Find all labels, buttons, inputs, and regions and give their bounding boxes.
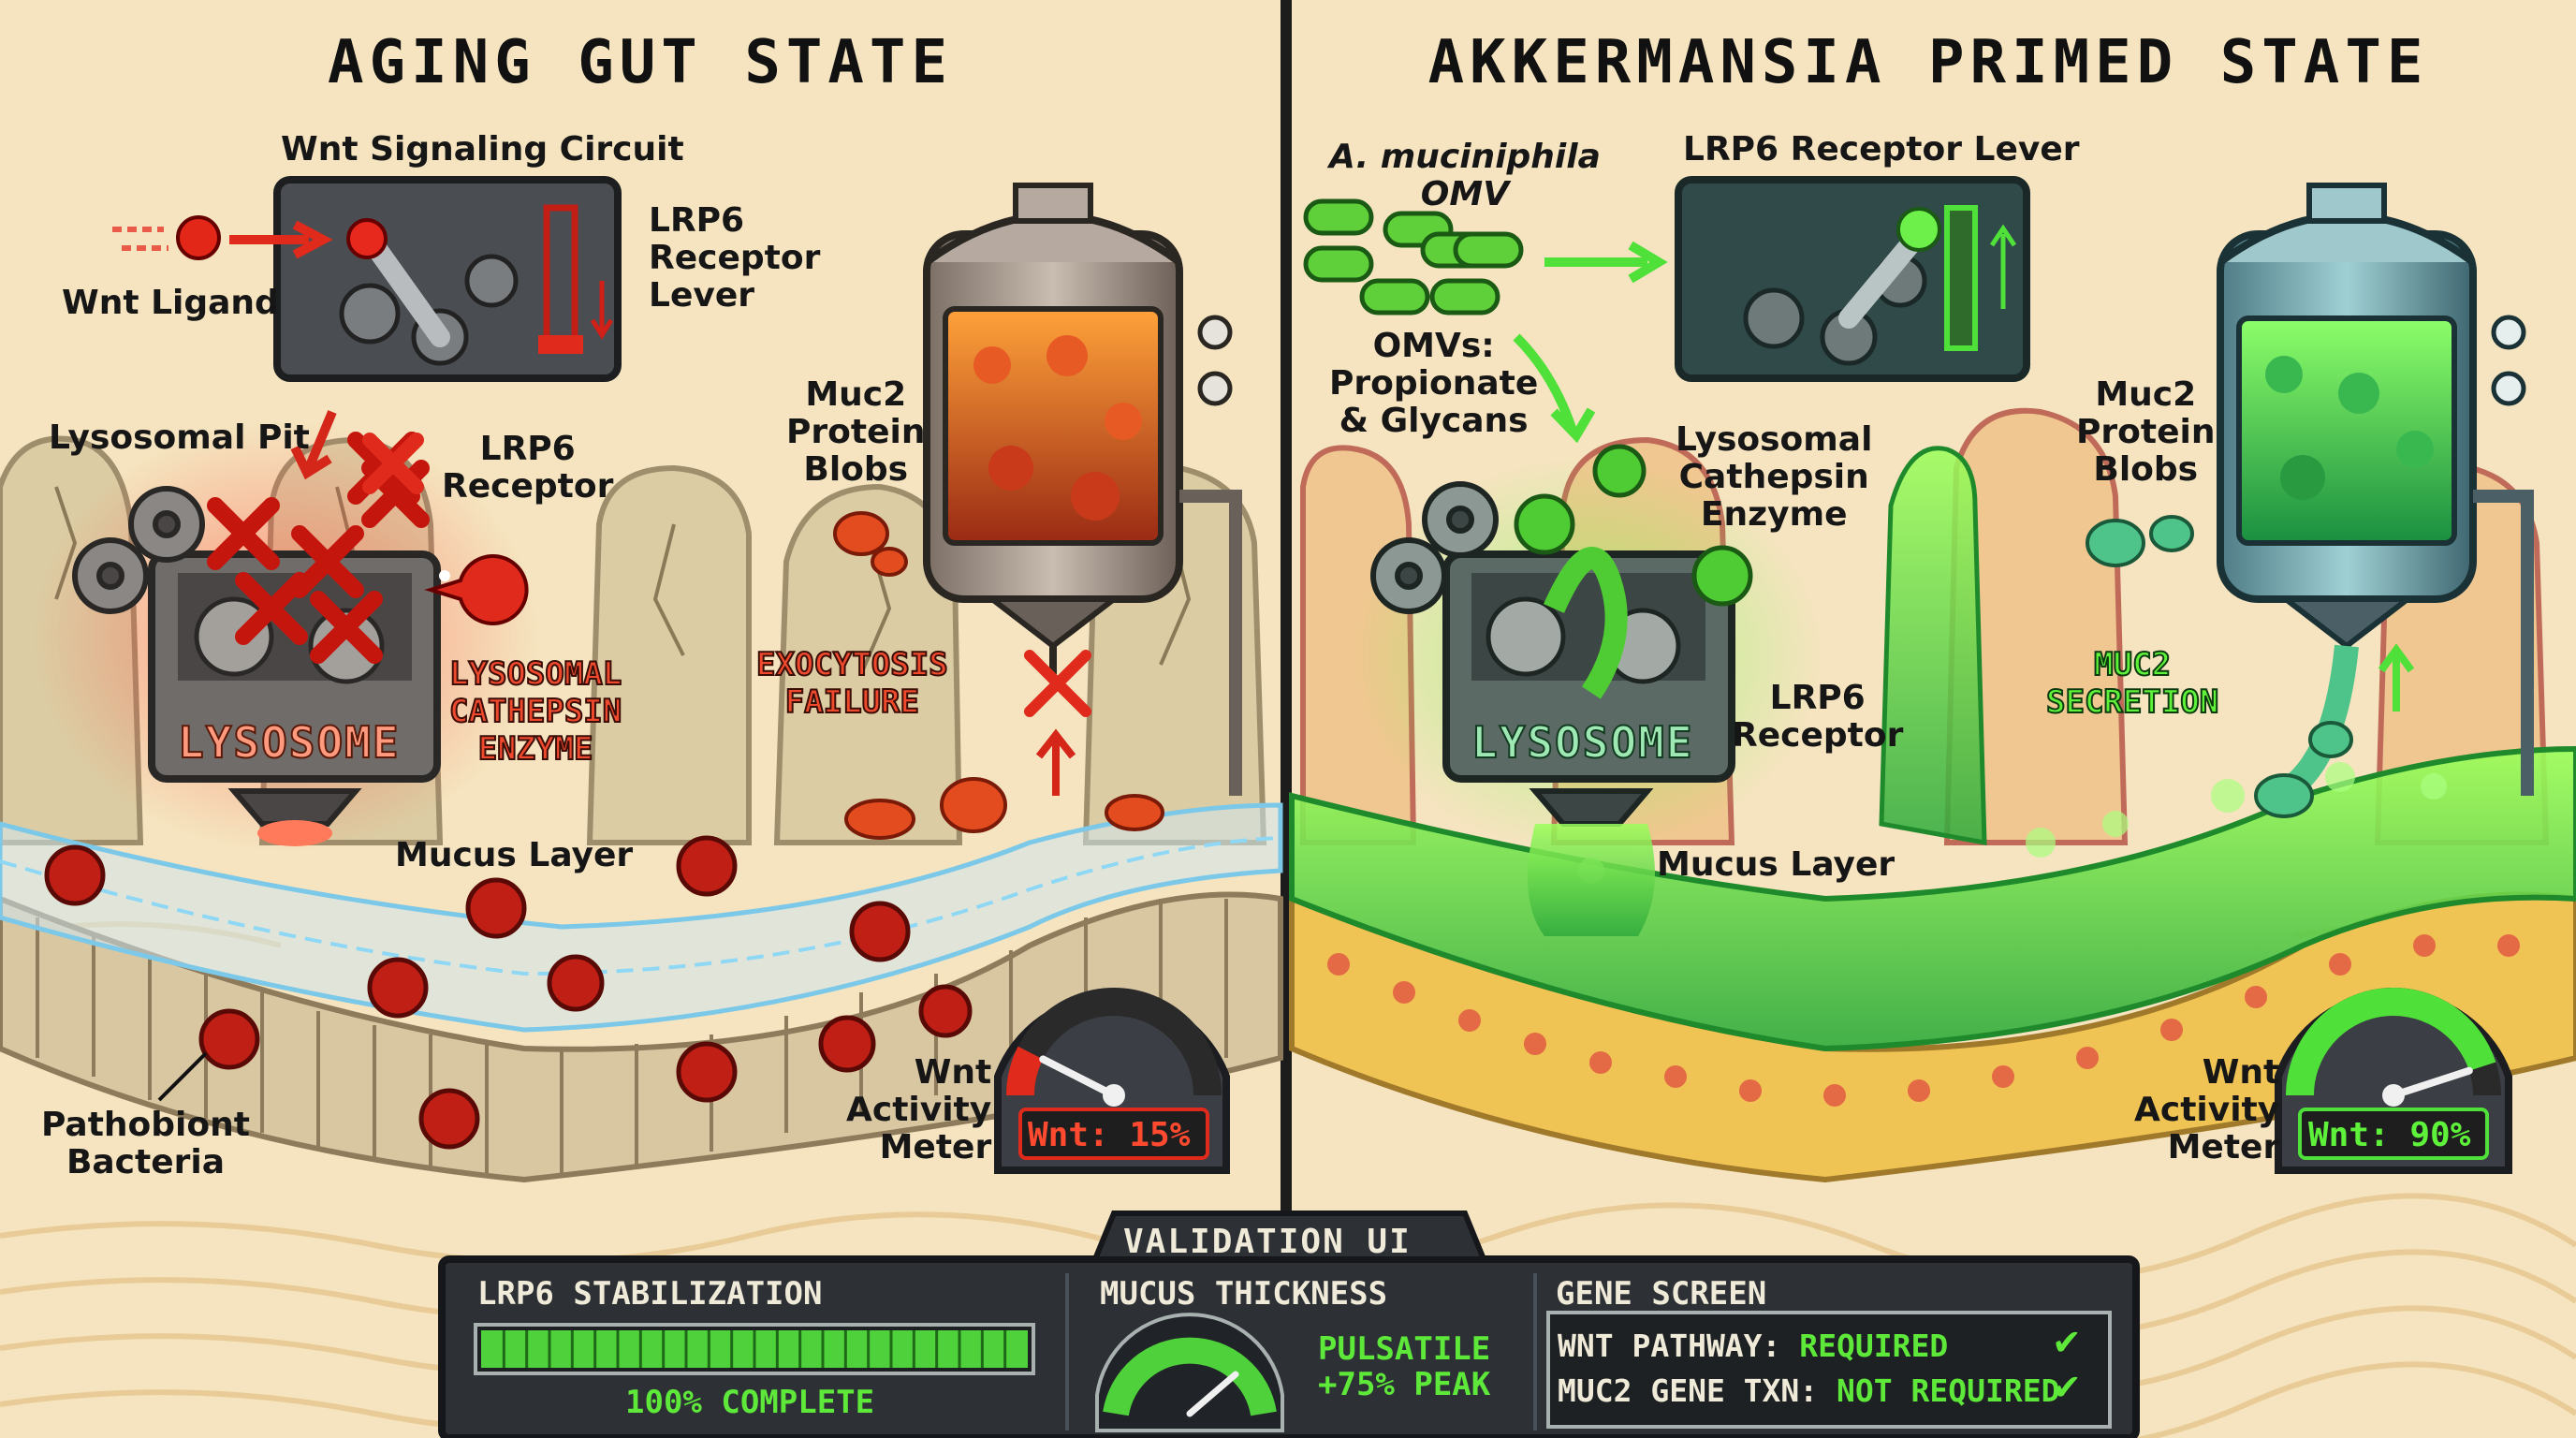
exocytosis-arrow	[1035, 728, 1076, 796]
cathepsin-enzymes-right	[1514, 444, 1753, 699]
exocytosis-fail-x	[1024, 650, 1091, 717]
gene-heading: GENE SCREEN	[1556, 1275, 1767, 1313]
wnt-meter-right	[2275, 988, 2512, 1174]
cathepsin-enzyme-left	[424, 554, 529, 625]
lever-knob-green	[1896, 207, 1941, 252]
lysosome-label-left: LYSOSOME	[177, 716, 401, 769]
lrp6-heading: LRP6 STABILIZATION	[477, 1275, 823, 1313]
omv-arrow-right	[1544, 241, 1668, 284]
wnt-circuit-label: Wnt Signaling Circuit	[281, 130, 684, 169]
lever-knob-red	[346, 218, 388, 259]
wnt-ligand-label: Wnt Ligand	[62, 284, 279, 322]
wnt-ligand-icon	[112, 215, 221, 260]
check-icon: ✔	[2052, 1322, 2082, 1363]
lysosome-right	[1353, 459, 1821, 936]
gene-row-muc2: MUC2 GENE TXN: NOT REQUIRED	[1558, 1372, 2059, 1409]
gear-cluster-right	[1370, 481, 1499, 614]
pathobiont-pointer	[157, 1051, 208, 1102]
mucus-heading: MUCUS THICKNESS	[1100, 1275, 1388, 1313]
mucus-column	[1879, 446, 1987, 846]
lrp6-receptor-label: LRP6 Receptor	[442, 430, 614, 506]
mucus-readout: PULSATILE +75% PEAK	[1318, 1330, 1491, 1403]
gear-cluster-left	[72, 486, 205, 614]
lysosomal-pit-label: Lysosomal Pit	[49, 418, 310, 457]
lrp6-status: 100% COMPLETE	[625, 1384, 875, 1421]
thick-mucus-layer	[1289, 745, 2576, 1052]
omv-label: A. muciniphila OMV	[1329, 138, 1601, 213]
broken-lrp6-receptors	[207, 432, 430, 664]
gene-screen-box	[1546, 1311, 2112, 1429]
omv-capsules	[1303, 198, 1524, 315]
mucus-layer-label-left: Mucus Layer	[395, 836, 634, 874]
lrp6-lever-label: LRP6 Receptor Lever	[649, 201, 821, 315]
left-panel-title: AGING GUT STATE	[328, 28, 953, 97]
secretion-arrow	[2378, 643, 2415, 712]
right-panel-title: AKKERMANSIA PRIMED STATE	[1427, 28, 2429, 97]
validation-panel	[438, 1211, 2140, 1438]
mucus-strands	[0, 836, 1281, 976]
gene-row-wnt-name: WNT PATHWAY:	[1558, 1328, 1781, 1364]
muc2-blobs-label-right: Muc2 Protein Blobs	[2076, 375, 2216, 489]
pit-arrow	[290, 410, 337, 480]
wnt-meter-value-left: Wnt: 15%	[1028, 1116, 1191, 1154]
lrp6-receptor-label-right: LRP6 Receptor	[1732, 679, 1904, 755]
secretion-callout: MUC2 SECRETION	[2045, 645, 2219, 722]
gene-row-wnt-value: REQUIRED	[1799, 1328, 1949, 1364]
lrp6-level-bar-right	[1944, 205, 1978, 351]
muc2-blobs-label: Muc2 Protein Blobs	[786, 375, 926, 489]
muc2-tank-right	[2217, 183, 2534, 796]
mucus-layer-label-right: Mucus Layer	[1657, 845, 1895, 884]
wnt-meter-value-right: Wnt: 90%	[2308, 1116, 2471, 1154]
muc2-blobs-right	[2086, 515, 2359, 818]
red-x-marker	[362, 433, 424, 494]
wnt-meter-label-left: Wnt Activity Meter	[846, 1053, 992, 1167]
cathepsin-callout: LYSOSOMAL CATHEPSIN ENZYME	[448, 654, 622, 769]
lrp6-lever-box-right	[1675, 176, 2030, 382]
pathobiont-label: Pathobiont Bacteria	[41, 1106, 250, 1181]
muc2-tank-left	[923, 183, 1242, 796]
cathepsin-label-right: Lysosomal Cathepsin Enzyme	[1676, 420, 1873, 534]
omv-arrow-down	[1513, 333, 1596, 444]
wnt-meter-left	[994, 988, 1230, 1174]
ligand-arrow	[229, 220, 333, 259]
gene-row-muc2-name: MUC2 GENE TXN:	[1558, 1372, 1819, 1409]
wnt-meter-label-right: Wnt Activity Meter	[2134, 1053, 2280, 1167]
muc2-blobs-left	[833, 511, 1164, 840]
exocytosis-callout: EXOCYTOSIS FAILURE	[755, 645, 949, 722]
validation-title: VALIDATION UI	[1123, 1223, 1412, 1261]
pathobiont-bacteria	[44, 835, 973, 1150]
epithelium-cells-right	[1327, 934, 2520, 1107]
gene-row-wnt: WNT PATHWAY: REQUIRED	[1558, 1328, 1948, 1364]
lrp6-lever-label-right: LRP6 Receptor Lever	[1683, 130, 2080, 169]
wnt-circuit-box	[273, 176, 622, 382]
gene-row-muc2-value: NOT REQUIRED	[1837, 1372, 2060, 1409]
omv-cargo-label: OMVs: Propionate & Glycans	[1329, 327, 1539, 440]
check-icon: ✔	[2052, 1367, 2082, 1408]
lysosome-label-right: LYSOSOME	[1471, 716, 1694, 769]
